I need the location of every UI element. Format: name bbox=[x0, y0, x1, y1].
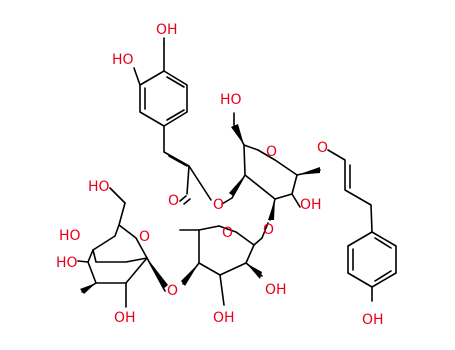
glucose-oh-3: OH bbox=[114, 310, 136, 326]
cinnamoyl-chain-bonds bbox=[163, 125, 212, 201]
ring-c-bonds bbox=[87, 202, 148, 284]
allyl-chain-bonds bbox=[327, 149, 373, 233]
wedge-bond bbox=[268, 199, 275, 220]
ring-a-bonds bbox=[243, 144, 298, 200]
atom-labels: OH HO HO O O O O OH O HO HO O O HO O OH … bbox=[56, 22, 384, 328]
wedge-bond bbox=[147, 258, 168, 289]
catechol-ho-left: HO bbox=[112, 52, 134, 68]
glucose-ho-1: HO bbox=[59, 228, 81, 244]
catechol-ring-double-bonds bbox=[144, 76, 185, 121]
cinnamoyl-alkene-double-bond bbox=[168, 155, 188, 167]
wedge-bond bbox=[297, 167, 320, 175]
rhamnose-ring-oxygen: O bbox=[222, 225, 233, 241]
wedge-bond bbox=[181, 263, 199, 286]
catechol-oh-bonds bbox=[133, 37, 165, 86]
stereo-wedges bbox=[80, 124, 320, 294]
glucose-ring-oxygen: O bbox=[139, 229, 150, 245]
ring-c-ring-closure bbox=[92, 249, 148, 263]
ester-oxygen: O bbox=[213, 197, 224, 213]
glycosidic-oxygen-ab: O bbox=[263, 222, 274, 238]
wedge-bond bbox=[246, 263, 262, 279]
catechol-oh-top: OH bbox=[156, 22, 178, 38]
anomeric-oxygen-a: O bbox=[317, 140, 328, 156]
wedge-bond bbox=[231, 124, 244, 145]
ester-carbonyl-oxygen: O bbox=[168, 193, 179, 209]
hydroxymethyl-ho-left: HO bbox=[88, 179, 110, 195]
rhamnose-oh-2: OH bbox=[213, 310, 235, 326]
phenol-ring-double-bonds bbox=[352, 237, 392, 282]
bonds bbox=[77, 37, 397, 308]
carbonyl-double-bond bbox=[179, 195, 191, 205]
ring-a-oh: OH bbox=[300, 197, 322, 213]
phenol-oh: OH bbox=[362, 312, 384, 328]
catechol-ring-bonds bbox=[139, 43, 188, 127]
glycosidic-oxygen-bc: O bbox=[167, 283, 178, 299]
ring-b-bonds bbox=[198, 225, 255, 276]
hydroxymethyl-ho-top: HO bbox=[220, 92, 242, 108]
ring-a-oxygen: O bbox=[266, 144, 277, 160]
glucose-ho-2: HO bbox=[56, 255, 78, 271]
phenol-ring-bonds bbox=[347, 231, 397, 302]
ring-c-substituent-bonds bbox=[77, 187, 166, 308]
wedge-bond bbox=[80, 283, 96, 294]
wedge-bond bbox=[229, 175, 245, 196]
rhamnose-oh-1: OH bbox=[265, 282, 287, 298]
